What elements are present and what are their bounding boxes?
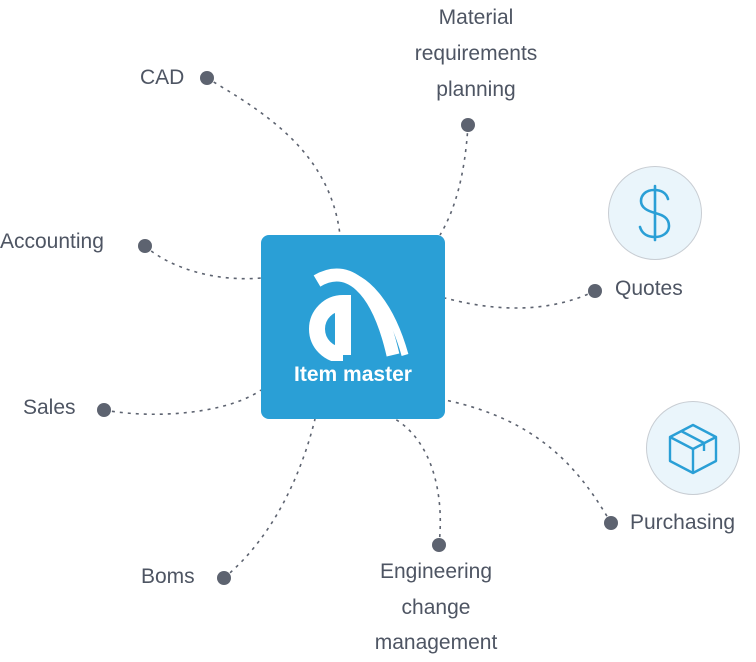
connector-ecm [394, 418, 442, 546]
node-dot-accounting [138, 239, 152, 253]
purchasing-badge [646, 401, 740, 495]
node-label-quotes: Quotes [615, 277, 683, 300]
connector-purchasing [444, 399, 612, 524]
node-dot-purchasing [604, 516, 618, 530]
dollar-icon [638, 184, 670, 241]
node-label-boms: Boms [141, 565, 195, 588]
node-label-mrp-line-1: Material [438, 6, 514, 29]
node-dot-ecm [432, 538, 446, 552]
node-dot-cad [200, 71, 214, 85]
node-label-sales: Sales [23, 396, 76, 419]
node-label-ecm-line-3: management [374, 631, 498, 654]
connector-cad [206, 77, 341, 236]
node-label-ecm-line-1: Engineering [379, 560, 493, 583]
connector-quotes [444, 290, 596, 309]
item-master-hub: Item master [261, 235, 445, 419]
connector-sales [103, 389, 262, 416]
brand-a-logo-icon [309, 268, 409, 361]
node-label-cad: CAD [140, 66, 185, 89]
node-dot-sales [97, 403, 111, 417]
node-label-ecm-line-2: change [401, 596, 471, 619]
quotes-badge [608, 166, 702, 260]
node-dot-mrp [461, 118, 475, 132]
connector-mrp [439, 124, 469, 236]
node-label-purchasing: Purchasing [630, 511, 736, 534]
node-label-accounting: Accounting [0, 230, 104, 253]
package-box-icon [668, 423, 717, 474]
connector-accounting [144, 245, 262, 280]
node-label-mrp-line-3: planning [436, 78, 516, 101]
connector-boms [223, 418, 316, 579]
node-label-mrp-line-2: requirements [414, 42, 538, 65]
node-dot-boms [217, 571, 231, 585]
hub-title: Item master [294, 363, 412, 386]
node-dot-quotes [588, 284, 602, 298]
